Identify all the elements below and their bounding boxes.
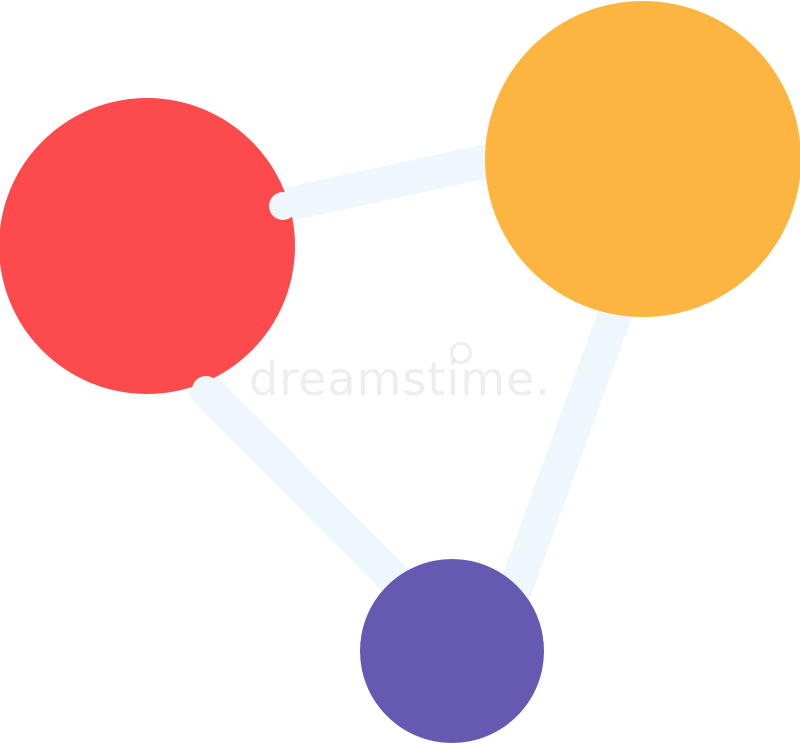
node-purple (360, 559, 544, 743)
node-red (0, 98, 295, 394)
connector-red-orange (263, 137, 537, 223)
connector-orange-purple (498, 283, 637, 607)
node-orange (485, 1, 800, 317)
joint-red-purple (192, 376, 220, 404)
connectors (189, 137, 637, 607)
watermark-logo-icon (450, 342, 472, 364)
joint-red-orange (269, 192, 297, 220)
connector-red-purple (189, 373, 412, 597)
